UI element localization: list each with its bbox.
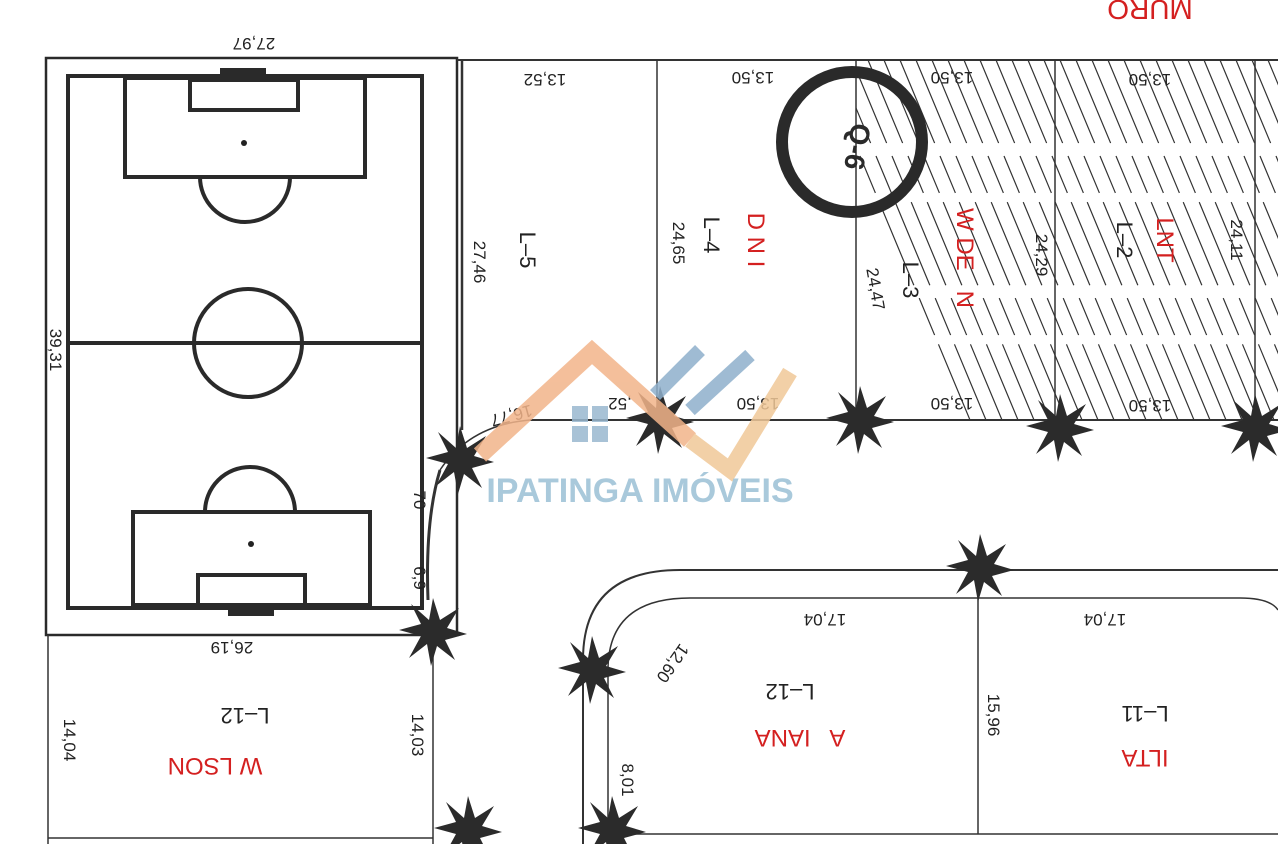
hatch-line (1187, 60, 1278, 278)
hatch-line (915, 60, 1067, 420)
hatch-line (1139, 60, 1278, 393)
hatch-line (1011, 60, 1163, 420)
lot5-back-dim: ,52 (608, 394, 632, 413)
lot4-front-dim: 13,50 (732, 68, 775, 87)
lot2-depth-dim: 24,29 (1032, 234, 1051, 277)
hatch-line (1171, 60, 1278, 316)
lot5-label: L–5 (515, 232, 540, 269)
hatch-line (979, 60, 1131, 420)
soccer-field (44, 56, 459, 637)
hatch-line (856, 144, 971, 420)
hatch-line (1091, 60, 1243, 420)
lot2-back-dim: 13,50 (1129, 396, 1172, 415)
block-label: Q-6 (838, 121, 877, 172)
lot12b-curve-dim: 12,60 (653, 640, 693, 686)
lower-left-lot (47, 635, 434, 844)
watermark-text: IPATINGA IMÓVEIS (486, 472, 793, 510)
hatch-line (1059, 60, 1211, 420)
lot11-owner: ILTA (1121, 744, 1168, 771)
lot11-label: L–11 (1121, 701, 1168, 726)
lot12b-owner: A IANA (755, 724, 846, 751)
hatch-line (1075, 60, 1227, 420)
hatch-line (931, 60, 1083, 420)
hatch-line (995, 60, 1147, 420)
hatch-line (899, 60, 1051, 420)
lower-left-lot-right-dim: 14,03 (408, 714, 427, 757)
field-bottom-width: 26,19 (211, 638, 254, 657)
lot5-depth-dim: 27,46 (470, 241, 489, 284)
lower-left-lot-owner: W LSON (168, 752, 263, 779)
hatch-line (856, 68, 1003, 420)
lot3-back-dim: 13,50 (931, 394, 974, 413)
lot11-front-dim: 17,04 (1084, 610, 1127, 629)
palm-tree-icon (826, 386, 894, 454)
corner-dim-a: 70 (410, 491, 429, 510)
palm-tree-icon (1221, 394, 1278, 462)
palm-tree-icon (946, 534, 1014, 602)
hatch-line (1043, 60, 1195, 420)
palm-tree-icon (578, 796, 646, 844)
lot2-label: L–2 (1112, 222, 1137, 259)
hatch-line (947, 60, 1099, 420)
hatch-line (963, 60, 1115, 420)
lot2-owner: LNT (1151, 217, 1178, 263)
field-side-length: 39,31 (46, 329, 65, 372)
lower-left-lot-label: L–12 (221, 703, 270, 728)
hatch-line (1203, 60, 1278, 240)
lot3-depth-dim: 24,47 (862, 266, 888, 311)
lot3-label: L–3 (898, 262, 923, 299)
palm-tree-icon (1026, 394, 1094, 462)
watermark-logo: IPATINGA IMÓVEIS (473, 339, 797, 510)
field-top-width: 27,97 (233, 34, 276, 53)
hatch-line (1123, 60, 1275, 420)
lot4-depth-dim: 24,65 (669, 222, 688, 265)
hatch-line (1267, 60, 1278, 86)
upper-lots (426, 59, 1278, 601)
palm-tree-icon (434, 796, 502, 844)
lot2-side-dim: 24,11 (1227, 219, 1246, 260)
lot11-side-dim: 15,96 (984, 694, 1003, 737)
lot3-owner: W DE N (951, 208, 978, 308)
lower-left-lot-left-dim: 14,04 (60, 719, 79, 762)
lot12b-front-dim: 17,04 (804, 610, 847, 629)
hatch-line (1219, 60, 1278, 201)
lot3-front-dim: 13,50 (931, 68, 974, 87)
hatch-line (883, 60, 1035, 420)
corner-dim-b: 6,9 (410, 566, 429, 590)
hatch-line (1251, 60, 1278, 124)
lot4-label: L–4 (699, 217, 724, 254)
hatch-line (1235, 60, 1278, 163)
hatch-line (867, 60, 1019, 420)
wall-label: MURO (1107, 0, 1193, 25)
block-marker: Q-6 (776, 66, 928, 218)
hatch-line (1155, 60, 1278, 355)
hatch-line (1107, 60, 1259, 420)
lot2-front-dim: 13,50 (1129, 70, 1172, 89)
hatch-line (1027, 60, 1179, 420)
hatch-line (856, 106, 987, 420)
palm-tree-icon (558, 636, 626, 704)
lower-block (582, 569, 1278, 844)
lot12b-label: L–12 (766, 679, 815, 704)
lot5-front-dim: 13,52 (524, 70, 567, 89)
lot4-owner: D N I (742, 213, 769, 268)
lot12b-side-dim: 8,01 (618, 763, 637, 796)
